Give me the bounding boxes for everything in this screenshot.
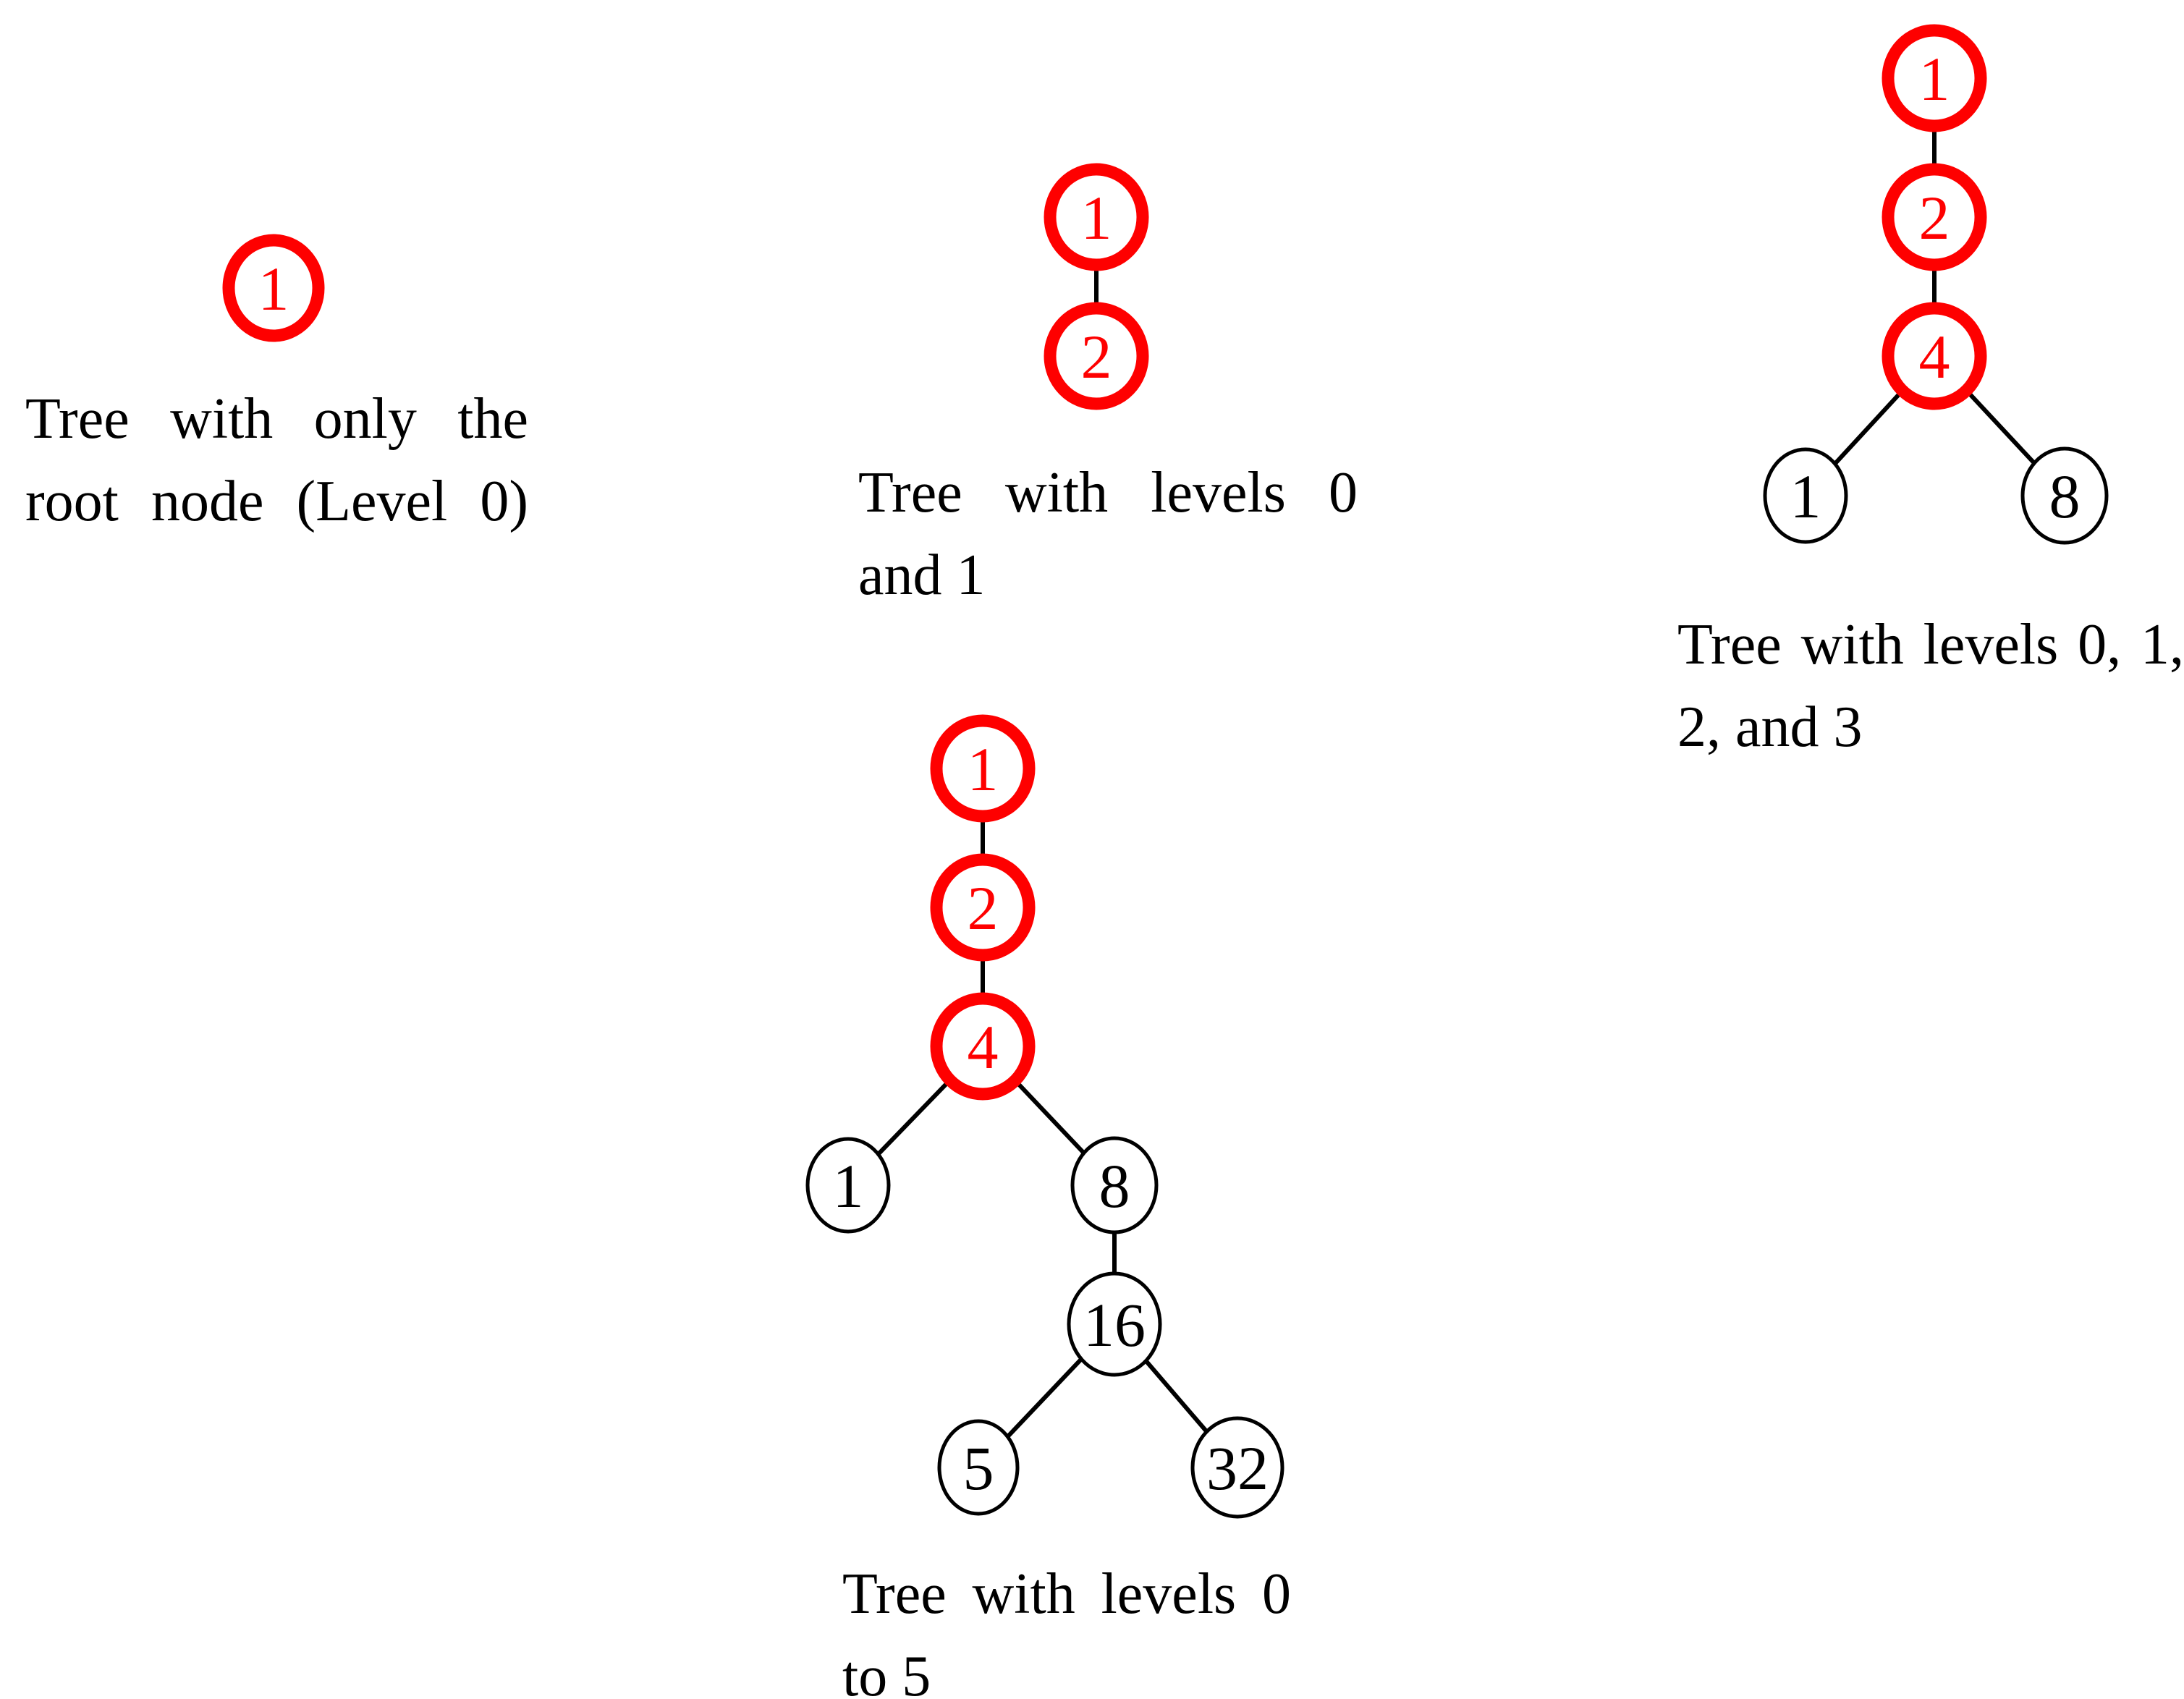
tree2-node-2-circle <box>1044 302 1149 410</box>
tree3-node-2-circle <box>1882 163 1987 271</box>
tree2-node-1-circle <box>1044 163 1149 271</box>
caption-tree-levels-0-1: Tree with levels 0 and 1 <box>858 461 1358 607</box>
tree4-node-16-circle <box>1067 1271 1162 1377</box>
tree1-node-1-circle <box>222 234 325 342</box>
tree4-node-1-label: 1 <box>968 734 999 804</box>
tree4-leaf-5-label: 5 <box>963 1433 994 1503</box>
tree3-leaf-8-label: 8 <box>2049 462 2081 531</box>
tree3-leaf-1-label: 1 <box>1790 462 1821 531</box>
tree3-node-2-label: 2 <box>1919 183 1950 253</box>
tree3-node-1-label: 1 <box>1919 44 1950 114</box>
tree3-node-1-circle <box>1882 24 1987 132</box>
caption-tree-levels-0-to-5: Tree with levels 0 to 5 <box>842 1562 1291 1699</box>
tree4-node-2-label: 2 <box>968 873 999 943</box>
tree4-node-16-label: 16 <box>1083 1290 1146 1360</box>
tree-levels-0-to-5: 1 2 4 1 8 16 5 32 <box>805 714 1284 1519</box>
tree4-leaf-32-label: 32 <box>1206 1433 1269 1503</box>
tree4-leaf-5-circle <box>937 1419 1020 1516</box>
tree3-node-4-label: 4 <box>1919 322 1950 391</box>
tree-level-0: 1 <box>222 234 325 342</box>
tree4-leaf-32-circle <box>1190 1416 1284 1519</box>
tree3-leaf-1-circle <box>1763 447 1848 544</box>
tree4-node-4-circle <box>930 992 1036 1101</box>
tree4-node-1-circle <box>930 714 1036 823</box>
tree3-leaf-8-circle <box>2020 446 2109 545</box>
tree4-leaf-8-circle <box>1070 1136 1159 1234</box>
tree2-node-2-label: 2 <box>1081 322 1112 391</box>
tree2-node-1-label: 1 <box>1081 183 1112 253</box>
caption-tree-level-0: Tree with only the root node (Level 0) <box>25 387 528 533</box>
tree4-leaf-1-label: 1 <box>833 1151 864 1221</box>
tree4-node-4-label: 4 <box>968 1012 999 1082</box>
tree-levels-0-1-2-3: 1 2 4 1 8 <box>1763 24 2109 545</box>
tree-levels-0-1: 1 2 <box>1044 163 1149 410</box>
tree4-node-2-circle <box>930 853 1036 962</box>
tree1-node-1-label: 1 <box>258 254 289 323</box>
tree4-leaf-1-circle <box>805 1137 891 1234</box>
tree3-node-4-circle <box>1882 302 1987 410</box>
tree4-leaf-8-label: 8 <box>1099 1151 1130 1221</box>
caption-tree-levels-0-1-2-3: Tree with levels 0, 1, 2, and 3 <box>1677 613 2184 759</box>
